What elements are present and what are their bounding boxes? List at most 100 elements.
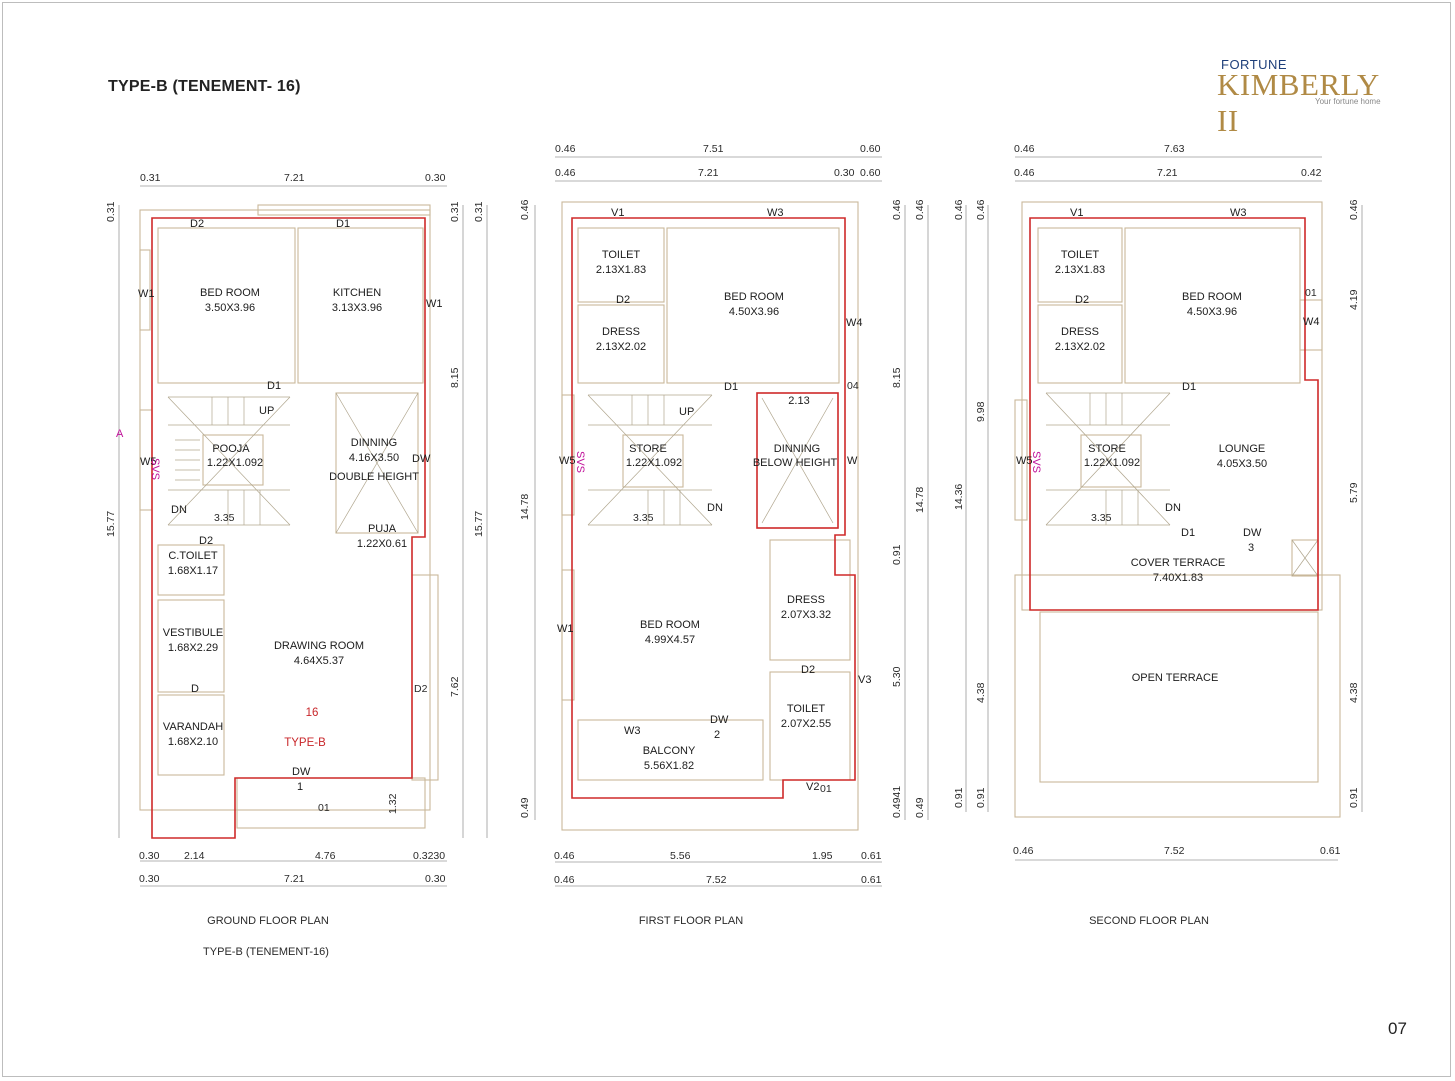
g-dim-bot1-d: 0.3230 — [413, 850, 445, 862]
g-dim-left-total: 15.77 — [105, 511, 117, 537]
f-bedroom-name: BED ROOM — [724, 291, 784, 303]
f-tag-w4: W4 — [846, 317, 863, 329]
g-vestibule-size: 1.68X2.29 — [168, 642, 218, 654]
g-dim-left-top: 0.31 — [105, 201, 117, 222]
s-dim-r1: 0.46 — [1348, 199, 1360, 220]
f-dinning-note: BELOW HEIGHT — [753, 457, 838, 469]
f-tag-w3-top: W3 — [767, 207, 784, 219]
g-dim-right-1: 0.31 — [449, 201, 461, 222]
f-tag-v1: V1 — [611, 207, 624, 219]
s-tag-v1: V1 — [1070, 207, 1083, 219]
g-dim-bot1-a: 0.30 — [139, 850, 160, 862]
g-varandah-name: VARANDAH — [163, 721, 223, 733]
f-tag-up: UP — [679, 406, 694, 418]
s-store-name: STORE — [1088, 443, 1126, 455]
g-tag-d2-toilet: D2 — [199, 535, 213, 547]
s-dim-top1-b: 7.63 — [1164, 143, 1185, 155]
g-puja-name: PUJA — [368, 523, 397, 535]
s-tag-w4: W4 — [1303, 316, 1320, 328]
f-store-name: STORE — [629, 443, 667, 455]
g-dim-bot2-a: 0.30 — [139, 873, 160, 885]
g-tag-d1-stair: D1 — [267, 380, 281, 392]
f-dim-r2: 8.15 — [891, 367, 903, 388]
g-bedroom-name: BED ROOM — [200, 287, 260, 299]
g-pooja-size: 1.22X1.092 — [207, 457, 263, 469]
f-dress2-size: 2.07X3.32 — [781, 609, 831, 621]
g-ctoilet-size: 1.68X1.17 — [168, 565, 218, 577]
g-dim-bot1-c: 4.76 — [315, 850, 336, 862]
f-toilet2-size: 2.07X2.55 — [781, 718, 831, 730]
f-tag-w5: W5 — [559, 455, 576, 467]
g-tag-d1: D1 — [336, 218, 350, 230]
g-kitchen-size: 3.13X3.96 — [332, 302, 382, 314]
s-bedroom-name: BED ROOM — [1182, 291, 1242, 303]
s-dim-r4: 4.38 — [1348, 682, 1360, 703]
s-dim-l2-c: 4.38 — [975, 682, 987, 703]
g-unit-type: TYPE-B — [284, 737, 326, 749]
f-bedroom-size: 4.50X3.96 — [729, 306, 779, 318]
g-tag-dn: DN — [171, 504, 187, 516]
g-tag-w1-left: W1 — [138, 288, 155, 300]
g-puja-size: 1.22X0.61 — [357, 538, 407, 550]
f-store-size: 1.22X1.092 — [626, 457, 682, 469]
f-tag-w: W — [847, 455, 858, 467]
f-dim-top2-a: 0.46 — [555, 167, 576, 179]
s-dim-l2-a: 0.46 — [975, 199, 987, 220]
g-tag-o1: 01 — [318, 802, 330, 814]
second-floor-plan: TOILET 2.13X1.83 DRESS 2.13X2.02 BED ROO… — [953, 143, 1363, 927]
s-tag-w5: W5 — [1016, 455, 1033, 467]
g-marker-a: A — [116, 428, 124, 440]
g-dinning-size: 4.16X3.50 — [349, 452, 399, 464]
g-dinning-note: DOUBLE HEIGHT — [329, 471, 419, 483]
s-dim-l1-c: 0.91 — [953, 787, 965, 808]
s-dim-l2-d: 0.91 — [975, 787, 987, 808]
ground-floor-subcaption: TYPE-B (TENEMENT-16) — [203, 946, 329, 958]
f-dim-top1-b: 7.51 — [703, 143, 724, 155]
g-dim-right-total: 15.77 — [473, 511, 485, 537]
s-tag-dn: DN — [1165, 502, 1181, 514]
f-dim-rr1: 0.46 — [914, 199, 926, 220]
f-tag-d2-toilet: D2 — [801, 664, 815, 676]
g-pooja-name: POOJA — [212, 443, 250, 455]
s-dim-bot1-b: 7.52 — [1164, 845, 1185, 857]
g-tag-d2: D2 — [190, 218, 204, 230]
ground-floor-caption: GROUND FLOOR PLAN — [207, 915, 329, 927]
f-dim-rr3: 0.49 — [914, 797, 926, 818]
g-dim-bot2-b: 7.21 — [284, 873, 305, 885]
f-dim-left-total: 14.78 — [519, 494, 531, 520]
s-tag-svs: SVS — [1030, 451, 1042, 473]
g-tag-dw1: DW — [292, 766, 311, 778]
f-dim-left-bot: 0.49 — [519, 797, 531, 818]
f-dim-bot2-c: 0.61 — [861, 874, 882, 886]
f-dress-size: 2.13X2.02 — [596, 341, 646, 353]
f-dim-r1: 0.46 — [891, 199, 903, 220]
s-dim-l1-a: 0.46 — [953, 199, 965, 220]
s-dress-size: 2.13X2.02 — [1055, 341, 1105, 353]
brand-logo: FORTUNE KIMBERLY II Your fortune home — [1205, 55, 1395, 138]
f-toilet-size: 2.13X1.83 — [596, 264, 646, 276]
f-dim-r3: 0.91 — [891, 544, 903, 565]
f-toilet2-name: TOILET — [787, 703, 826, 715]
f-dim-top1-c: 0.60 — [860, 143, 881, 155]
f-toilet-name: TOILET — [602, 249, 641, 261]
f-bedroom2-name: BED ROOM — [640, 619, 700, 631]
g-dim-top-3: 0.30 — [425, 172, 446, 184]
s-dim-top1-a: 0.46 — [1014, 143, 1035, 155]
f-dim-bot1-a: 0.46 — [554, 850, 575, 862]
f-tag-v3: V3 — [858, 674, 871, 686]
g-unit-number: 16 — [306, 707, 319, 719]
second-floor-caption: SECOND FLOOR PLAN — [1089, 915, 1209, 927]
f-tag-o4: 04 — [847, 380, 859, 392]
g-dim-right-5: 1.32 — [387, 793, 399, 814]
f-tag-o1: 01 — [820, 783, 832, 795]
g-tag-d2-side: D2 — [414, 683, 428, 695]
f-dress2-name: DRESS — [787, 594, 825, 606]
s-tag-dw-num: 3 — [1248, 542, 1254, 554]
g-tag-d: D — [191, 683, 199, 695]
f-tag-d1: D1 — [724, 381, 738, 393]
document-title: TYPE-B (TENEMENT- 16) — [108, 78, 301, 95]
s-dim-bot1-c: 0.61 — [1320, 845, 1341, 857]
s-toilet-name: TOILET — [1061, 249, 1100, 261]
f-balcony-name: BALCONY — [643, 745, 696, 757]
